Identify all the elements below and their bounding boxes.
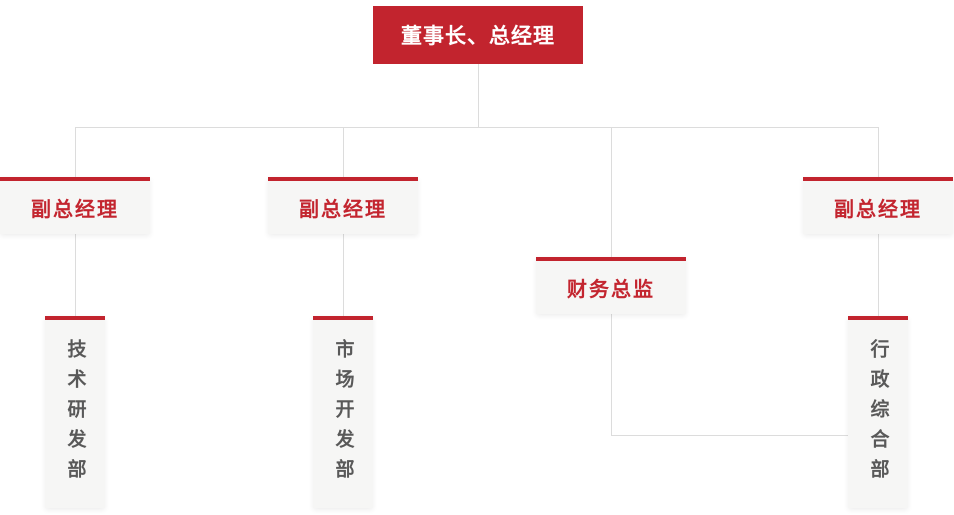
node-dept-admin-general: 行政综合部 <box>848 316 908 508</box>
connector-cfo-down <box>611 314 612 435</box>
node-label: 副总经理 <box>31 199 119 221</box>
node-label: 市场开发部 <box>332 339 354 489</box>
node-dept-tech-rd: 技术研发部 <box>45 316 105 508</box>
connector-drop-cfo <box>611 127 612 257</box>
node-finance-director: 财务总监 <box>536 257 686 314</box>
node-deputy-gm-2: 副总经理 <box>268 177 418 234</box>
node-deputy-gm-3: 副总经理 <box>803 177 953 234</box>
node-label: 技术研发部 <box>64 339 86 489</box>
connector-drop-vp1 <box>75 127 76 177</box>
node-label: 董事长、总经理 <box>401 25 555 48</box>
node-label: 财务总监 <box>567 279 655 301</box>
node-dept-market-dev: 市场开发部 <box>313 316 373 508</box>
node-deputy-gm-1: 副总经理 <box>0 177 150 234</box>
connector-vp3-to-dept <box>878 234 879 316</box>
connector-root-riser <box>478 64 479 127</box>
connector-vp1-to-dept <box>75 234 76 316</box>
connector-cfo-to-admin-dept <box>611 435 848 436</box>
node-label: 副总经理 <box>834 199 922 221</box>
node-chairman-general-manager: 董事长、总经理 <box>373 6 583 64</box>
connector-drop-vp3 <box>878 127 879 177</box>
connector-drop-vp2 <box>343 127 344 177</box>
node-label: 副总经理 <box>299 199 387 221</box>
connector-main-horizontal <box>75 127 879 128</box>
node-label: 行政综合部 <box>867 339 889 489</box>
connector-vp2-to-dept <box>343 234 344 316</box>
